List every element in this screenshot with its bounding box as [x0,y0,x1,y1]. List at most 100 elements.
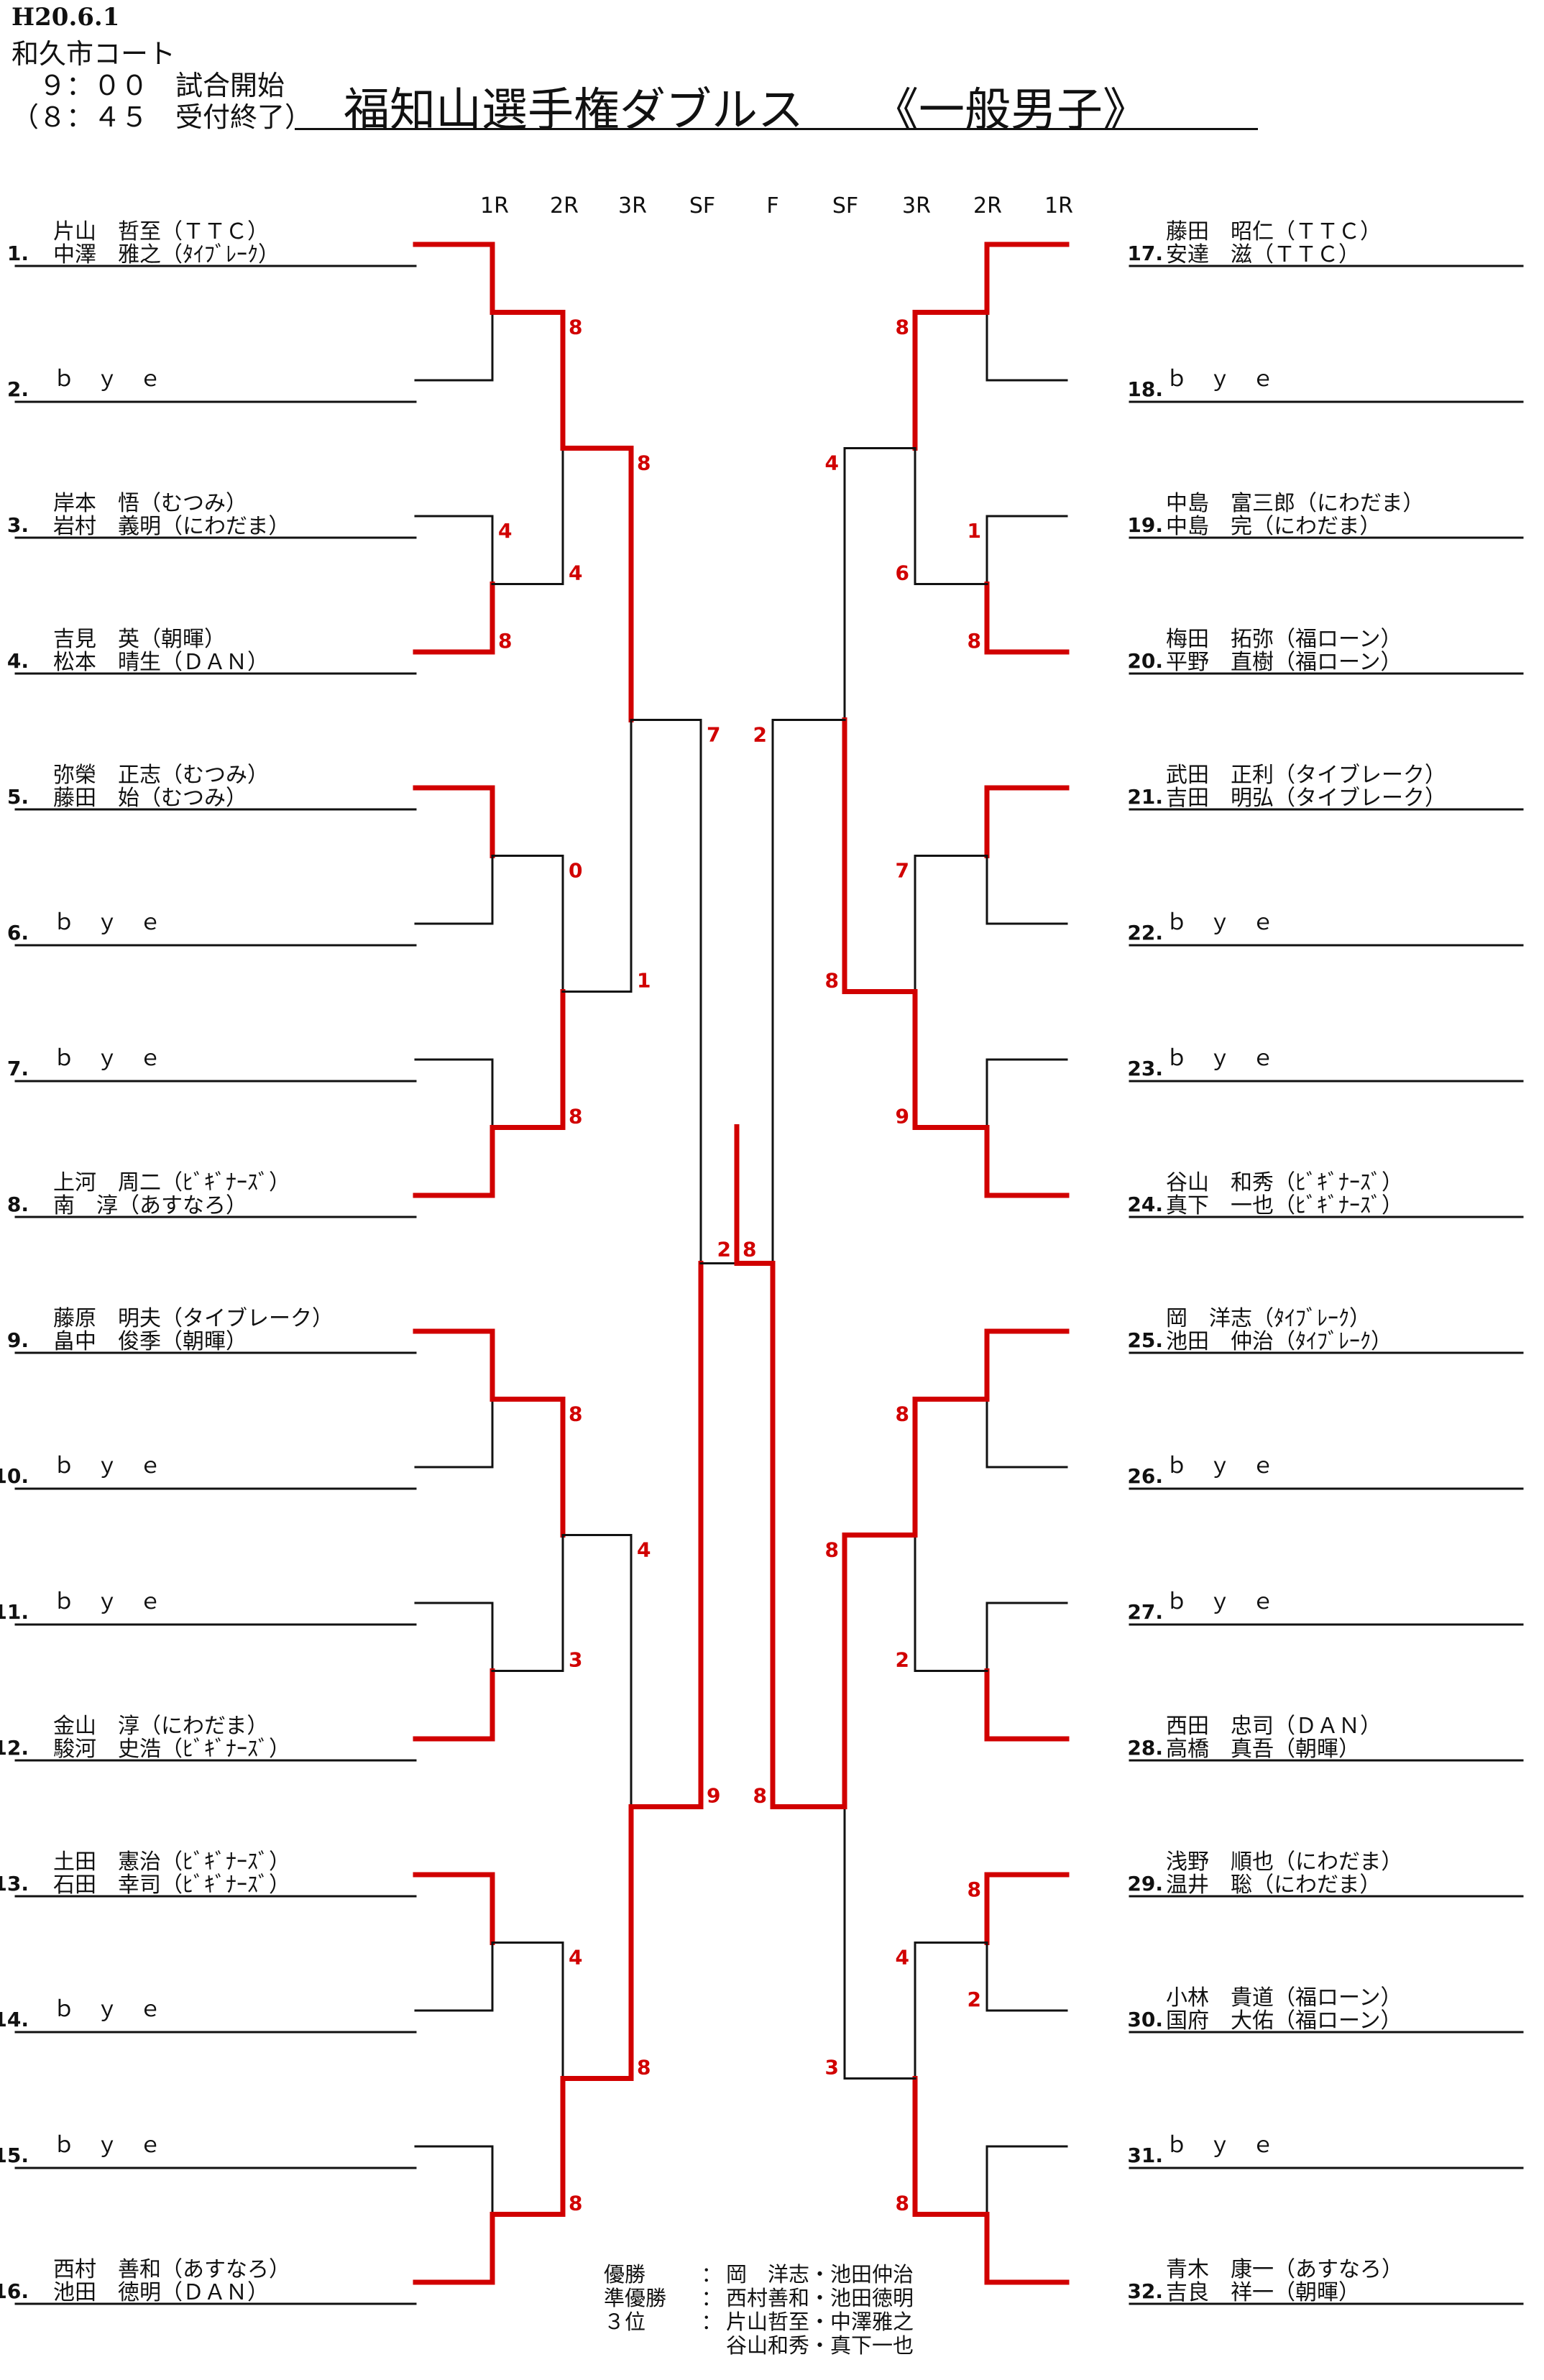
entry-number: 24. [1127,1193,1163,1216]
result-row: 準優勝：西村善和・池田徳明 [604,2286,914,2310]
player-name: 金山 淳（にわだま） [53,1714,268,1739]
entry-number: 25. [1127,1328,1163,1352]
match-score: 9 [896,1105,909,1129]
entry-number: 4. [7,649,29,673]
entry-number: 27. [1127,1600,1163,1624]
reception-time: （８：４５ 受付終了） [12,101,313,133]
player-name: 藤原 明夫（タイブレーク） [53,1306,334,1331]
player-name: 片山 哲至（ＴＴＣ） [53,219,269,244]
player-name: 吉見 英（朝暉） [53,627,226,652]
entry-number: 10. [0,1464,29,1488]
match-score: 2 [896,1648,909,1672]
entry-number: 7. [7,1057,29,1080]
entry-number: 19. [1127,513,1163,537]
round-label: 3R [618,193,647,219]
result-value: 岡 洋志・池田仲治 [726,2262,914,2287]
player-name: 西田 忠司（ＤＡＮ） [1166,1714,1382,1739]
bye-label: ｂ ｙ ｅ [53,1997,161,2022]
result-row: ３位：片山哲至・中澤雅之 [604,2310,914,2334]
match-score: 2 [717,1238,731,1262]
entry-number: 15. [0,2144,29,2167]
match-score: 1 [968,519,981,543]
bye-label: ｂ ｙ ｅ [53,1453,161,1479]
match-score: 4 [498,519,512,543]
match-score: 2 [968,1988,981,2011]
tournament-date: H20.6.1 [12,3,120,32]
entry-number: 17. [1127,242,1163,265]
round-label: 2R [973,193,1002,219]
entry-number: 22. [1127,921,1163,945]
player-name: 中澤 雅之（ﾀｲﾌﾞﾚｰｸ） [53,242,280,267]
round-label: SF [689,193,715,219]
result-label: 準優勝 [604,2286,667,2310]
match-score: 4 [896,1946,909,1970]
match-score: 8 [753,1784,767,1808]
match-score: 8 [569,1402,582,1426]
entry-number: 31. [1127,2144,1163,2167]
entry-number: 5. [7,785,29,809]
match-score: 1 [637,969,651,993]
bye-label: ｂ ｙ ｅ [1166,367,1274,392]
match-score: 6 [896,561,909,585]
bye-label: ｂ ｙ ｅ [1166,1453,1274,1479]
court-name: 和久市コート [12,38,176,70]
player-name: 温井 聡（にわだま） [1166,1873,1381,1898]
entry-number: 32. [1127,2279,1163,2303]
bye-label: ｂ ｙ ｅ [1166,910,1274,935]
entry-number: 9. [7,1328,29,1352]
entry-number: 26. [1127,1464,1163,1488]
bye-label: ｂ ｙ ｅ [53,367,161,392]
bye-label: ｂ ｙ ｅ [53,2133,161,2158]
bye-label: ｂ ｙ ｅ [1166,1046,1274,1071]
round-label: 3R [902,193,931,219]
player-name: 岩村 義明（にわだま） [53,514,290,539]
player-name: 吉田 明弘（タイブレーク） [1166,786,1446,811]
player-name: 梅田 拓弥（福ローン） [1166,627,1402,652]
player-name: 小林 貴道（福ローン） [1166,1985,1402,2011]
match-score: 8 [896,2192,909,2215]
match-score: 8 [637,451,651,475]
start-time: ９：００ 試合開始 [12,70,285,101]
entry-number: 23. [1127,1057,1163,1080]
match-score: 8 [569,316,582,339]
entry-number: 21. [1127,785,1163,809]
round-label: 2R [550,193,579,219]
match-score: 3 [825,2056,839,2080]
player-name: 吉良 祥一（朝暉） [1166,2280,1360,2305]
entry-number: 18. [1127,377,1163,401]
player-name: 池田 仲治（ﾀｲﾌﾞﾚｰｸ） [1166,1329,1392,1354]
entry-number: 11. [0,1600,29,1624]
match-score: 4 [569,561,582,585]
entry-number: 29. [1127,1872,1163,1896]
player-name: 駿河 史浩（ﾋﾞｷﾞﾅｰｽﾞ） [53,1737,290,1762]
title-underline [295,128,1258,130]
round-label: SF [832,193,858,219]
match-score: 4 [825,451,839,475]
bye-label: ｂ ｙ ｅ [53,1589,161,1614]
player-name: 平野 直樹（福ローン） [1166,650,1402,675]
entry-number: 3. [7,513,29,537]
player-name: 弥榮 正志（むつみ） [53,763,269,788]
entry-number: 12. [0,1736,29,1760]
entry-number: 2. [7,377,29,401]
player-name: 浅野 順也（にわだま） [1166,1850,1402,1875]
player-name: 石田 幸司（ﾋﾞｷﾞﾅｰｽﾞ） [53,1873,290,1898]
player-name: 真下 一也（ﾋﾞｷﾞﾅｰｽﾞ） [1166,1193,1403,1218]
match-score: 8 [743,1238,756,1262]
player-name: 中島 完（にわだま） [1166,514,1381,539]
match-score: 2 [753,723,767,747]
match-score: 8 [968,1878,981,1901]
match-score: 8 [968,629,981,653]
result-label [604,2334,697,2358]
entry-number: 16. [0,2279,29,2303]
player-name: 池田 徳明（ＤＡＮ） [53,2280,269,2305]
result-value: 谷山和秀・真下一也 [726,2333,914,2358]
match-score: 7 [896,859,909,883]
round-label: F [766,193,778,219]
match-score: 4 [637,1538,651,1562]
result-label: ３位 [604,2310,646,2334]
final-results: 優勝：岡 洋志・池田仲治 準優勝：西村善和・池田徳明 ３位：片山哲至・中澤雅之 … [604,2263,914,2358]
entry-number: 20. [1127,649,1163,673]
player-name: 藤田 始（むつみ） [53,786,247,811]
